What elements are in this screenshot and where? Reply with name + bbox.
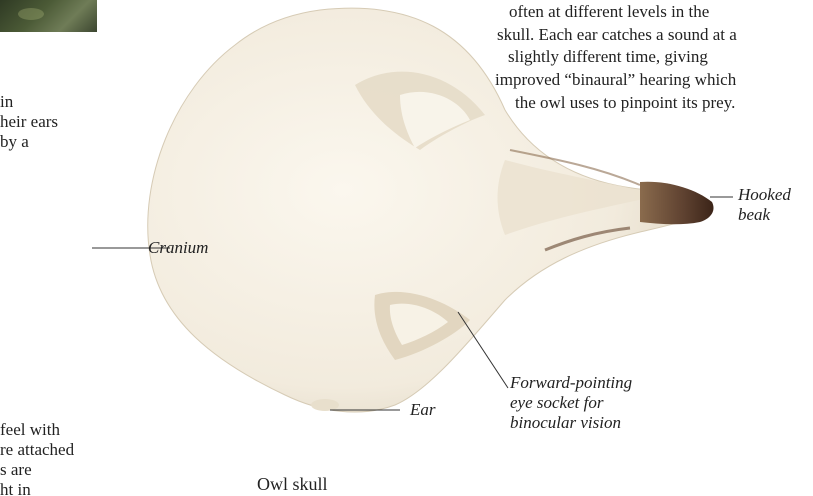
right-text-line-1: often at different levels in the: [509, 2, 709, 21]
right-text-line-3: slightly different time, giving: [508, 47, 708, 66]
cranium-shape: [148, 8, 705, 412]
hooked-beak-label-line-1: Hooked: [738, 185, 791, 204]
eye-socket-label-line-2: eye socket for: [510, 393, 603, 412]
ear-label: Ear: [410, 400, 436, 419]
eye-socket-label-line-1: Forward-pointing: [510, 373, 632, 392]
right-text-line-5: the owl uses to pinpoint its prey.: [515, 93, 735, 112]
right-text-line-2: skull. Each ear catches a sound at a: [497, 25, 737, 44]
cranium-label: Cranium: [148, 238, 208, 257]
eye-socket-label-line-3: binocular vision: [510, 413, 621, 432]
caption: Owl skull: [257, 474, 328, 494]
ear-opening: [311, 399, 339, 411]
right-text-line-4: improved “binaural” hearing which: [495, 70, 736, 89]
hooked-beak-shape: [640, 182, 714, 225]
hooked-beak-label-line-2: beak: [738, 205, 770, 224]
